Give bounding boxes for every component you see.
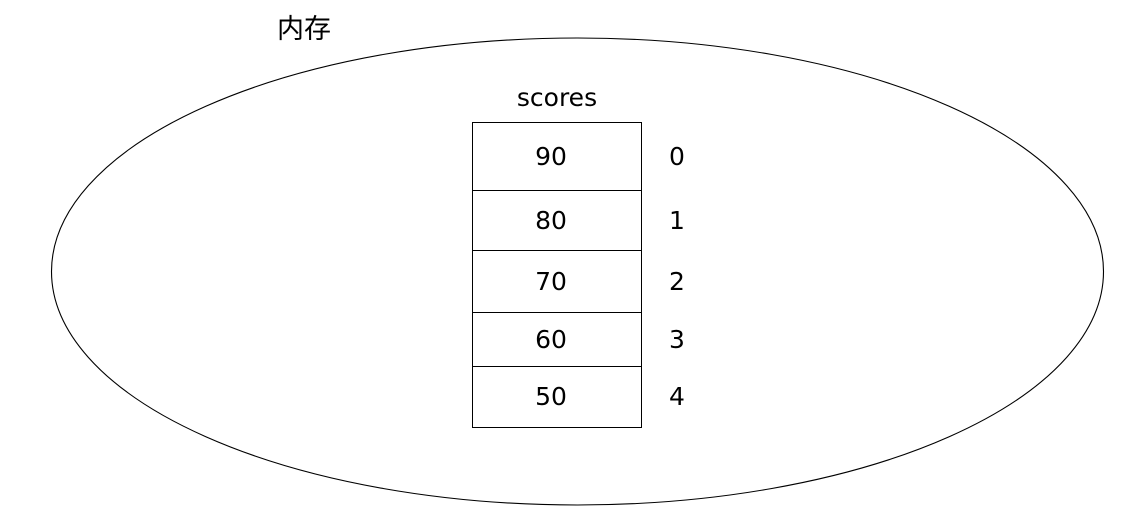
array-cell-value: 80 bbox=[535, 205, 567, 235]
array-cell: 70 2 bbox=[473, 251, 685, 313]
array-cell: 60 3 bbox=[473, 313, 685, 367]
array-cell-index: 2 bbox=[669, 266, 685, 296]
array-cell: 80 1 bbox=[473, 191, 685, 251]
array-cell: 50 4 bbox=[473, 367, 685, 427]
array-table: 90 0 80 1 70 2 60 3 50 4 bbox=[472, 122, 685, 428]
array-name-label: scores bbox=[516, 83, 598, 112]
memory-region-label: 内存 bbox=[277, 14, 331, 45]
array-cell: 90 0 bbox=[473, 123, 685, 191]
array-cell-index: 3 bbox=[669, 324, 685, 354]
array-cell-index: 4 bbox=[669, 382, 685, 411]
array-cell-index: 1 bbox=[669, 205, 685, 235]
array-cell-value: 50 bbox=[535, 382, 567, 411]
array-cell-value: 60 bbox=[535, 324, 567, 354]
array-cell-index: 0 bbox=[669, 141, 685, 171]
array-cell-value: 70 bbox=[535, 266, 567, 296]
array-cell-value: 90 bbox=[535, 141, 567, 171]
